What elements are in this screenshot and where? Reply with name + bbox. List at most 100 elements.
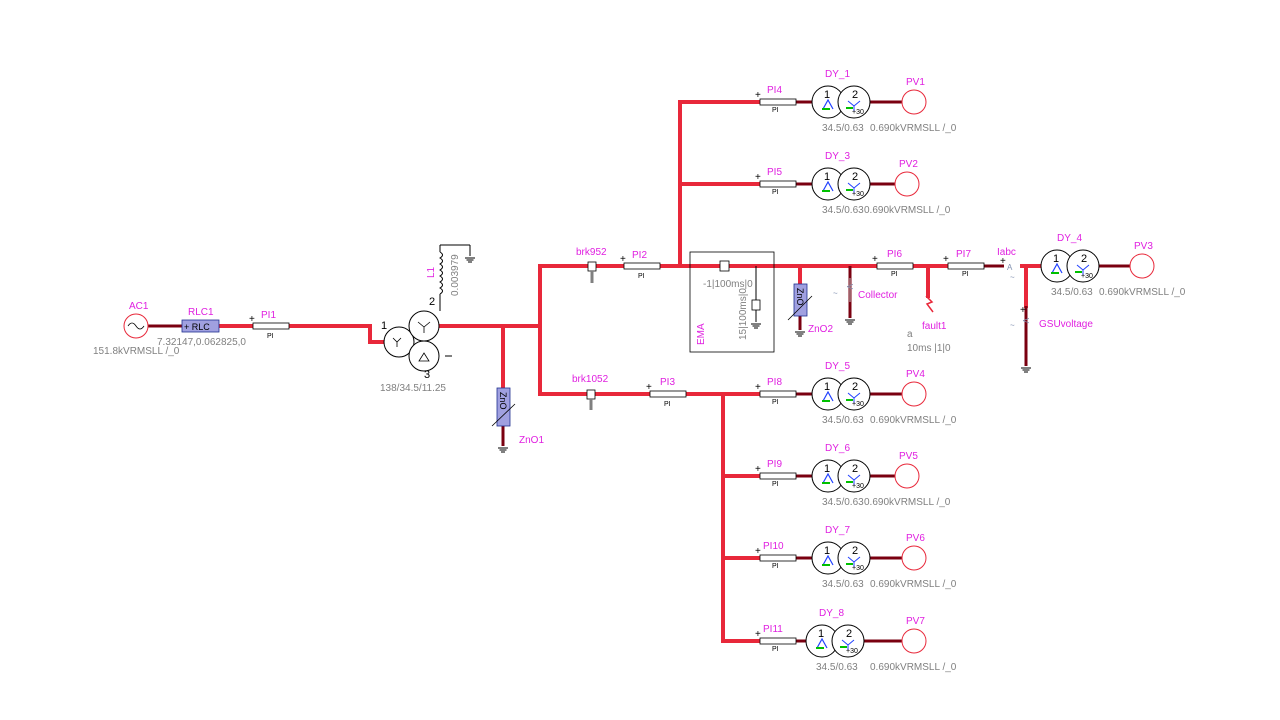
voltmeter-gsu[interactable]: + V ~ GSUvoltage: [1010, 305, 1093, 330]
pi11-glyph: PI: [772, 646, 779, 653]
pv-name: PV3: [1134, 241, 1153, 252]
dy-rating: 34.5/0.63: [1051, 287, 1093, 298]
winding-secondary: [837, 459, 871, 493]
dy-winding-1: 1: [1053, 253, 1059, 265]
main-transformer[interactable]: 1 2 3 138/34.5/11.25: [380, 296, 446, 394]
voltmeter-collector[interactable]: V ~ Collector: [833, 278, 898, 302]
breaker-brk952[interactable]: brk952: [576, 247, 607, 283]
dy-rating: 34.5/0.63: [822, 205, 864, 216]
dy-name: DY_3: [825, 151, 850, 162]
dy-winding-2: 2: [852, 463, 858, 475]
pi-section-pi2[interactable]: + PI2 PI: [620, 250, 661, 280]
svg-text:+: +: [755, 172, 761, 183]
pv-value: 0.690kVRMSLL /_0: [870, 415, 957, 426]
pi-section-pi4[interactable]: + PI4 PI: [755, 85, 797, 114]
svg-text:~: ~: [1010, 321, 1015, 330]
pi-sections: + PI1 PI + PI2 PI + PI3 PI + PI4 PI + PI…: [249, 85, 985, 653]
arrester-zno1[interactable]: ZnO ZnO1: [491, 387, 544, 446]
pi3-glyph: PI: [664, 401, 671, 408]
fault1-value: 10ms |1|0: [907, 343, 951, 354]
dy-winding-1: 1: [824, 545, 830, 557]
pv-name: PV4: [906, 369, 925, 380]
pi4-glyph: PI: [772, 107, 779, 114]
pi-section-pi1[interactable]: + PI1 PI: [249, 310, 290, 340]
pi9-label: PI9: [767, 459, 782, 470]
pv-symbol: [901, 628, 927, 654]
pv-symbol: [1129, 253, 1155, 279]
winding-secondary: [837, 85, 871, 119]
svg-text:+: +: [755, 382, 761, 393]
pi-section-pi6[interactable]: + PI6 PI: [872, 249, 914, 278]
pv-source-pv3[interactable]: PV3 0.690kVRMSLL /_0: [1099, 241, 1186, 298]
delta-symbol: [822, 554, 834, 566]
breaker-brk1052[interactable]: brk1052: [572, 374, 609, 410]
pi-section-pi3[interactable]: + PI3 PI: [646, 377, 687, 408]
zno2-glyph: ZnO: [795, 288, 805, 306]
svg-text:+: +: [872, 254, 878, 265]
dy-phase-shift: +30: [852, 565, 864, 572]
pi10-glyph: PI: [772, 563, 779, 570]
dy-phase-shift: +30: [852, 401, 864, 408]
pi8-glyph: PI: [772, 399, 779, 406]
pi7-glyph: PI: [962, 271, 969, 278]
pv-symbol: [901, 381, 927, 407]
pi-section-pi11[interactable]: + PI11 PI: [755, 624, 797, 653]
pi11-label: PI11: [763, 624, 783, 635]
winding-secondary: [837, 377, 871, 411]
pi2-glyph: PI: [638, 273, 645, 280]
pi9-glyph: PI: [772, 481, 779, 488]
pv-source-pv4[interactable]: PV4 0.690kVRMSLL /_0: [870, 369, 957, 426]
pi-section-pi10[interactable]: + PI10 PI: [755, 541, 797, 570]
dy-winding-1: 1: [824, 463, 830, 475]
winding-secondary: [837, 541, 871, 575]
dy-phase-shift: +30: [846, 648, 858, 655]
tx-winding-3: 3: [424, 369, 430, 381]
pi6-label: PI6: [887, 249, 902, 260]
ammeter-iabc[interactable]: + A ~ Iabc: [997, 247, 1016, 282]
fault-fault1[interactable]: fault1 a 10ms |1|0: [907, 295, 951, 354]
inductor-l1[interactable]: L1 0.003979: [426, 251, 461, 311]
rlc-box-text: + RLC: [184, 322, 210, 332]
star-symbol: [847, 556, 861, 567]
pi-section-pi8[interactable]: + PI8 PI: [755, 377, 797, 406]
brk952-label: brk952: [576, 247, 607, 258]
ac-source-ac1[interactable]: AC1 151.8kVRMSLL /_0: [93, 301, 180, 357]
pv-name: PV5: [899, 451, 918, 462]
tx-winding-2: 2: [429, 296, 435, 308]
zno1-label: ZnO1: [519, 435, 544, 446]
svg-text:+: +: [755, 90, 761, 101]
star-symbol: [841, 639, 855, 650]
svg-text:+: +: [1000, 256, 1006, 267]
rlc1-value: 7.32147,0.062825,0: [157, 337, 246, 348]
dy-phase-shift: +30: [852, 483, 864, 490]
ema-block[interactable]: EMA -1|100ms|0 15|100ms|0: [689, 251, 775, 353]
pi-section-pi9[interactable]: + PI9 PI: [755, 459, 797, 488]
pi-section-pi7[interactable]: + PI7 PI: [943, 249, 985, 278]
pv-value: 0.690kVRMSLL /_0: [1099, 287, 1186, 298]
arrester-zno2[interactable]: ZnO ZnO2: [787, 283, 833, 335]
delta-symbol: [822, 472, 834, 484]
pi-section-pi5[interactable]: + PI5 PI: [755, 167, 797, 196]
rlc1-label: RLC1: [188, 307, 214, 318]
ema-top-value: -1|100ms|0: [703, 279, 753, 290]
delta-symbol: [822, 180, 834, 192]
rlc-rlc1[interactable]: + RLC RLC1 7.32147,0.062825,0: [157, 307, 246, 348]
gsu-meter-label: GSUvoltage: [1039, 319, 1093, 330]
l1-value: 0.003979: [450, 254, 461, 296]
delta-symbol: [822, 390, 834, 402]
pv-symbol: [901, 89, 927, 115]
